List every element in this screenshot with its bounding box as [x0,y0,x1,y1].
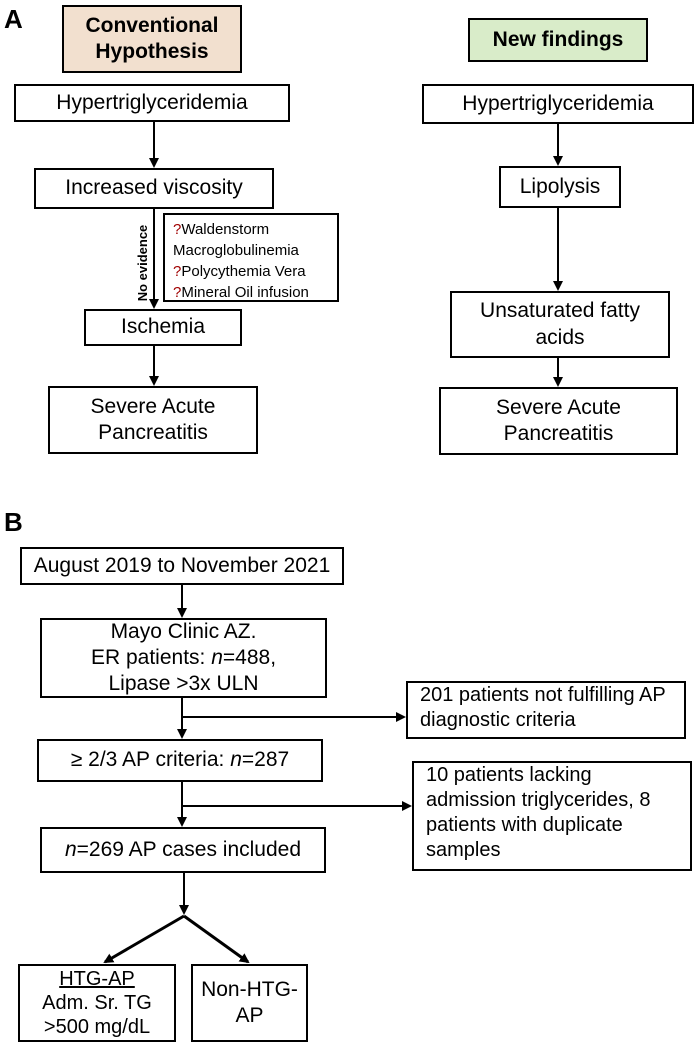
new-findings-header: New findings [468,18,648,62]
conventional-header-line-2: Hypothesis [95,40,209,63]
excluded-box-1: 201 patients not fulfilling AP diagnosti… [406,681,686,739]
conditions-box: ?Waldenstorm Macroglobulinemia ?Polycyth… [163,213,339,302]
new-step-severe-acute-pancreatitis: Severe Acute Pancreatitis [439,387,678,455]
conventional-step-increased-viscosity: Increased viscosity [34,168,274,209]
excluded-2-line-3: patients with duplicate [426,814,623,836]
severe-line-2: Pancreatitis [503,422,614,445]
question-mark-icon: ? [173,263,182,280]
screening-line-2: ER patients: n=488, [90,645,277,669]
htg-ap-line-3: >500 mg/dL [43,1016,151,1038]
excluded-2-line-4: samples [426,839,501,861]
ufa-line-1: Unsaturated fatty [480,299,640,323]
excluded-1-line-1: 201 patients not fulfilling AP [420,684,666,706]
new-step-hypertriglyceridemia: Hypertriglyceridemia [422,84,694,124]
conventional-step-severe-acute-pancreatitis: Severe Acute Pancreatitis [48,386,258,454]
excluded-2-line-2: admission triglycerides, 8 [426,789,651,811]
criteria-box: ≥ 2/3 AP criteria: n=287 [37,739,323,782]
htg-ap-box: HTG-AP Adm. Sr. TG >500 mg/dL [18,964,176,1042]
panel-b-label: B [4,507,23,537]
conventional-header-line-1: Conventional [85,13,219,37]
arrow-to-htg [103,914,185,964]
non-htg-line-1: Non-HTG- [201,977,298,1001]
ufa-line-2: acids [535,325,585,349]
study-period-box: August 2019 to November 2021 [20,547,344,585]
excluded-box-2: 10 patients lacking admission triglyceri… [412,761,692,871]
screening-box: Mayo Clinic AZ. ER patients: n=488, Lipa… [40,618,327,698]
htg-ap-line-2: Adm. Sr. TG [42,992,152,1014]
new-step-lipolysis: Lipolysis [499,166,621,208]
condition-waldenstorm: ?Waldenstorm [173,221,270,238]
panel-a-label: A [4,4,23,34]
non-htg-ap-box: Non-HTG- AP [191,964,308,1042]
conventional-step-ischemia: Ischemia [84,309,242,346]
question-mark-icon: ? [173,221,182,238]
new-step-unsaturated-fatty-acids: Unsaturated fatty acids [450,291,670,358]
excluded-1-line-2: diagnostic criteria [420,709,576,731]
severe-line-1: Severe Acute [496,395,621,419]
screening-line-3: Lipase >3x ULN [108,672,259,696]
no-evidence-label: No evidence [135,224,150,302]
condition-macroglobulinemia: Macroglobulinemia [173,242,299,259]
condition-polycythemia: ?Polycythemia Vera [173,263,306,280]
included-box: n=269 AP cases included [40,827,326,873]
condition-mineral-oil: ?Mineral Oil infusion [173,284,309,301]
question-mark-icon: ? [173,284,182,301]
excluded-2-line-1: 10 patients lacking [426,764,592,786]
conventional-step-hypertriglyceridemia: Hypertriglyceridemia [14,84,290,122]
htg-ap-title: HTG-AP [59,968,135,990]
criteria-prefix: ≥ 2/3 AP criteria: [70,748,231,772]
conventional-header: Conventional Hypothesis [62,5,242,73]
non-htg-line-2: AP [235,1004,264,1027]
screening-line-1: Mayo Clinic AZ. [110,619,257,643]
severe-line-2: Pancreatitis [98,421,208,444]
arrow-to-nonhtg [183,914,250,964]
severe-line-1: Severe Acute [90,394,216,418]
